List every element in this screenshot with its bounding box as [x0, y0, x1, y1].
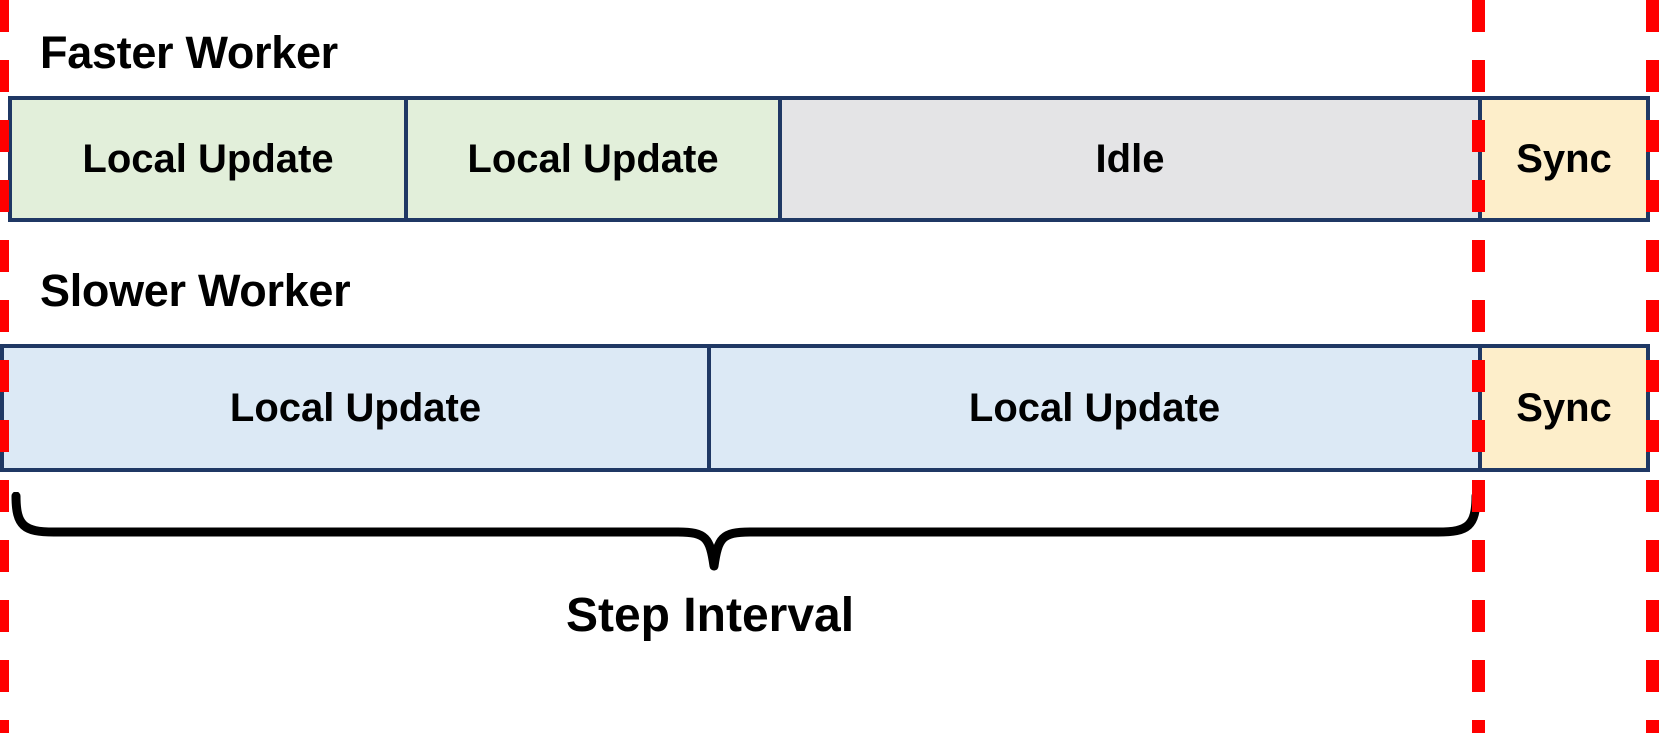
worker-label-slower: Slower Worker — [40, 265, 351, 316]
guide-line-sync-end — [1646, 0, 1659, 733]
guide-line-step-interval-start — [0, 0, 9, 733]
guide-line-step-interval-end — [1472, 0, 1485, 733]
segment-sync-slower[interactable]: Sync — [1478, 344, 1650, 472]
segment-local-update[interactable]: Local Update — [12, 100, 404, 218]
brace-icon — [11, 491, 1481, 571]
timeline-bar-slower: Local Update Local Update — [0, 344, 1482, 472]
segment-idle[interactable]: Idle — [778, 100, 1478, 218]
segment-sync-faster[interactable]: Sync — [1478, 96, 1650, 222]
segment-local-update[interactable]: Local Update — [707, 348, 1478, 468]
segment-local-update[interactable]: Local Update — [4, 348, 707, 468]
step-interval-brace — [6, 491, 1486, 578]
worker-label-faster: Faster Worker — [40, 27, 338, 78]
timeline-bar-faster: Local Update Local Update Idle — [8, 96, 1482, 222]
segment-local-update[interactable]: Local Update — [404, 100, 778, 218]
step-interval-caption: Step Interval — [565, 589, 855, 642]
